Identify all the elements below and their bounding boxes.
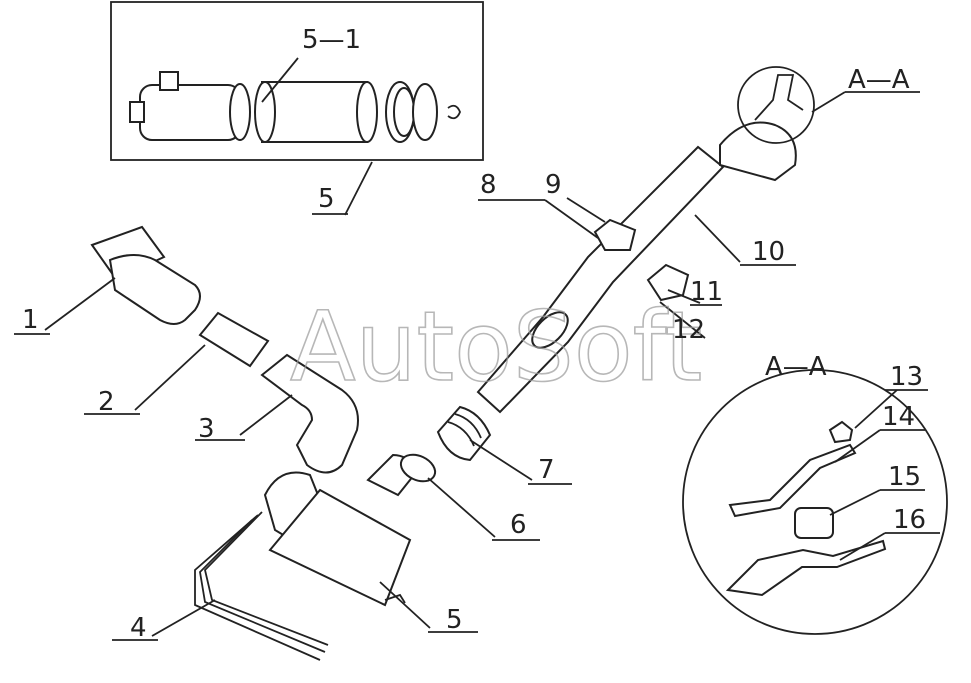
part-5-air-cleaner: [263, 453, 420, 607]
label-section-detail: A—A: [765, 352, 827, 382]
part-2-hose: [198, 311, 270, 368]
section-detail-circle: [682, 369, 948, 635]
label-16: 16: [893, 505, 926, 535]
section-detail-parts: [725, 420, 887, 597]
part-7-corrugated-hose: [436, 405, 492, 462]
label-5-main: 5: [446, 605, 463, 635]
label-4: 4: [130, 613, 147, 643]
label-13: 13: [890, 362, 923, 392]
label-5-inset: 5: [318, 184, 335, 214]
part-11-12-clip: [646, 263, 690, 302]
label-3: 3: [198, 414, 215, 444]
part-1-elbow: [90, 225, 201, 325]
label-5-1: 5—1: [302, 25, 361, 55]
label-1: 1: [22, 305, 39, 335]
part-4-bracket: [194, 511, 329, 661]
label-6: 6: [510, 510, 527, 540]
watermark: AutoSoft: [290, 291, 702, 403]
label-2: 2: [98, 387, 115, 417]
label-11: 11: [690, 277, 723, 307]
label-9: 9: [545, 170, 562, 200]
label-10: 10: [752, 237, 785, 267]
air-filter-inset: [129, 71, 461, 143]
label-15: 15: [888, 462, 921, 492]
part-10-intake-pipe: [476, 121, 797, 414]
inset-frame: [110, 1, 484, 161]
label-8: 8: [480, 170, 497, 200]
part-3-elbow-hose: [260, 353, 359, 474]
section-marker-circle: [737, 66, 815, 144]
label-7: 7: [538, 455, 555, 485]
label-12: 12: [672, 315, 705, 345]
part-8-9-clip: [593, 218, 637, 251]
part-6-clamp: [399, 453, 437, 483]
label-section-top: A—A: [848, 65, 910, 95]
label-14: 14: [882, 402, 915, 432]
